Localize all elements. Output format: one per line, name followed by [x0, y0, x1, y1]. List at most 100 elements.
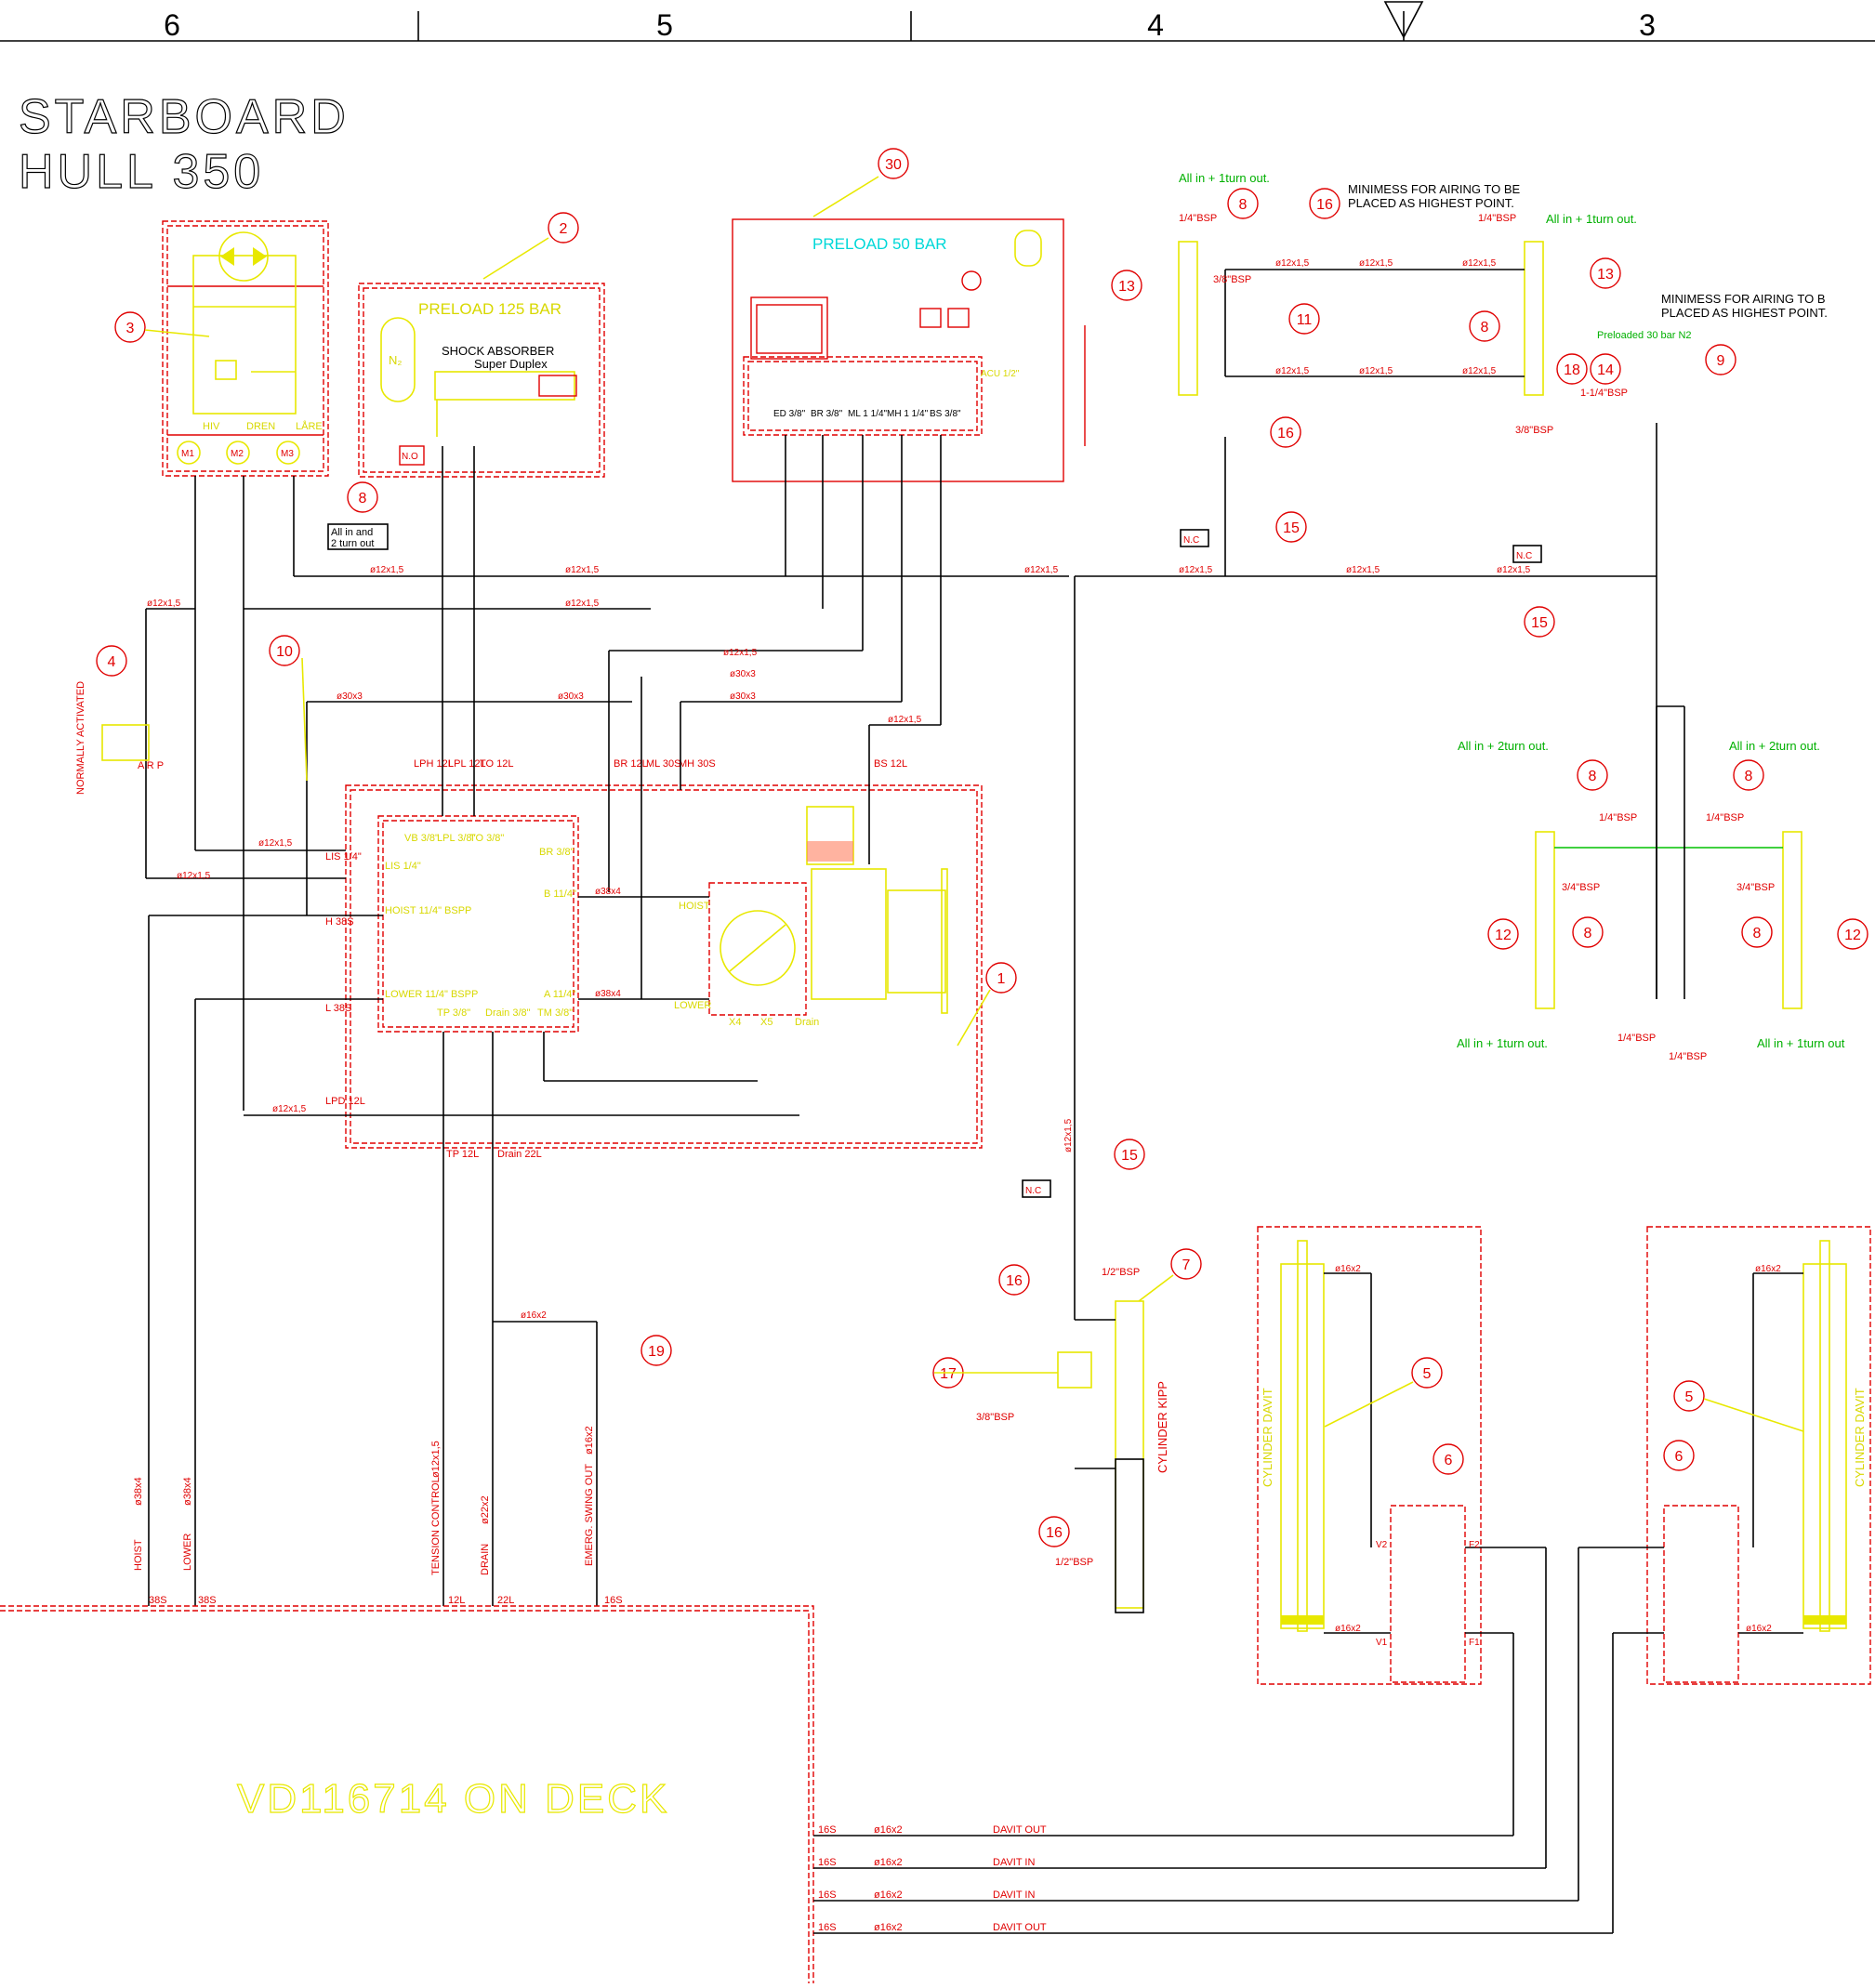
preload-50-label: PRELOAD 50 BAR — [812, 235, 947, 253]
item-balloons: 1 2 3 4 5 5 6 6 7 8 8 8 8 8 8 8 9 10 1 — [96, 148, 1868, 1547]
motor-port-lare: LÅRE — [296, 420, 323, 432]
note-minimess-1b: PLACED AS HIGHEST POINT. — [1348, 196, 1514, 210]
block-port-lis: LIS 1/4" — [385, 861, 421, 872]
preload-125-label: PRELOAD 125 BAR — [418, 300, 561, 318]
bsp-label: 1-1/4"BSP — [1580, 388, 1628, 399]
pipe-label: ø12x1,5 — [1346, 565, 1380, 575]
davit-line-port: 16S — [818, 1922, 837, 1933]
note-all-in-1turn: All in + 1turn out — [1757, 1036, 1845, 1050]
davit-cylinder-left: CYLINDER DAVIT ø16x2 ø16x2 V2 V1 F2 F1 — [1257, 1226, 1546, 1685]
balloon-3: 3 — [126, 321, 135, 336]
davit-line-port: 16S — [818, 1857, 837, 1868]
pipe-label: ø12x1,5 — [258, 838, 293, 849]
hydraulic-motor-unit-3: HIV DREN LÅRE M1 M2 M3 — [162, 220, 329, 477]
bsp-label: 3/8"BSP — [976, 1412, 1014, 1423]
no-tag: N.O — [402, 452, 418, 462]
note-all-in-1turn: All in + 1turn out. — [1457, 1036, 1548, 1050]
pipe-label: ø12x1,5 — [147, 599, 181, 609]
frame-ports-top: LPH 12L LPL 12L TO 12L BR 12L ML 30S MH … — [325, 758, 907, 1160]
balloon-11: 11 — [1297, 312, 1313, 328]
shock-absorber-assembly-2: PRELOAD 125 BAR SHOCK ABSORBER Super Dup… — [358, 283, 605, 478]
balloon-12: 12 — [1844, 928, 1861, 943]
pipe-label: ø16x2 — [521, 1310, 547, 1321]
notes: All in + 1turn out. All in + 1turn out. … — [75, 171, 1845, 1050]
pipe-label: ø38x4 — [595, 887, 621, 897]
pipe-label: ø12x1,5 — [565, 565, 600, 575]
balloon-16: 16 — [1046, 1525, 1063, 1541]
balloon-8: 8 — [1753, 926, 1762, 941]
accumulator-unit-30: PRELOAD 50 BAR ACU 1/2" ED 3/8" BR 3/8" … — [732, 218, 1086, 482]
balloon-6: 6 — [1675, 1449, 1684, 1465]
title-line-2: HULL 350 — [19, 145, 264, 199]
acu-port-mh: MH 1 1/4" — [887, 409, 929, 419]
bsp-label: 1/4"BSP — [1706, 812, 1744, 823]
pipe-label: ø12x1,5 — [1275, 366, 1310, 376]
pipe-network — [145, 423, 1657, 1606]
balloon-1: 1 — [997, 971, 1006, 987]
note-minimess-1a: MINIMESS FOR AIRING TO BE — [1348, 182, 1520, 196]
frame-port-lph: LPH 12L — [414, 758, 454, 770]
balloon-16: 16 — [1006, 1273, 1023, 1289]
revision-triangle-icon — [1383, 1, 1424, 39]
balloon-8: 8 — [1745, 769, 1753, 784]
deck-label: VD116714 ON DECK — [237, 1776, 669, 1822]
davit-cylinder-right: CYLINDER DAVIT ø16x2 ø16x2 — [1578, 1226, 1871, 1685]
svg-text:M1: M1 — [181, 449, 194, 459]
cylinder-davit-label: CYLINDER DAVIT — [1261, 1388, 1274, 1487]
pipe-label: ø16x2 — [1746, 1624, 1772, 1634]
pipe-label: ø16x2 — [1755, 1264, 1781, 1274]
balloon-17: 17 — [940, 1366, 957, 1382]
frame-port-l: L 38S — [325, 1003, 351, 1014]
pipe-label: ø30x3 — [337, 691, 363, 702]
cylinder-kipp-label: CYLINDER KIPP — [1155, 1381, 1169, 1473]
frame-port-lpl: LPL 12L — [448, 758, 486, 770]
line-hoist-pipe: ø38x4 — [133, 1477, 144, 1506]
block-port-br: BR 3/8" — [539, 847, 574, 858]
block-port-tm: TM 3/8" — [537, 1007, 573, 1019]
motor-drain-label: Drain — [795, 1017, 819, 1028]
balloon-8: 8 — [1584, 926, 1592, 941]
balloon-16: 16 — [1277, 426, 1294, 441]
shock-absorber-material: Super Duplex — [474, 357, 548, 371]
balloon-5: 5 — [1423, 1366, 1432, 1382]
cylinder-kipp-7: CYLINDER KIPP 3/8"BSP 1/2"BSP 1/2"BSP ø1… — [976, 1118, 1169, 1613]
balloon-15: 15 — [1283, 520, 1300, 536]
frame-port-lpd: LPD 12L — [325, 1096, 365, 1107]
pipe-label: ø12x1,5 — [1359, 366, 1393, 376]
port-v1: V1 — [1376, 1638, 1388, 1648]
bsp-label: 1/4"BSP — [1669, 1051, 1707, 1062]
on-deck-boundary: VD116714 ON DECK — [0, 1605, 814, 1983]
balloon-8: 8 — [1481, 320, 1489, 336]
pipe-label: ø12x1,5 — [370, 565, 404, 575]
bsp-label: 1/2"BSP — [1102, 1267, 1140, 1278]
line-drain-label: DRAIN — [480, 1544, 491, 1575]
block-port-drain: Drain 3/8" — [485, 1007, 531, 1019]
zone-label-4: 4 — [1147, 8, 1164, 42]
block-port-b: B 11/4" — [544, 889, 576, 900]
davit-line-pipe: ø16x2 — [874, 1889, 903, 1901]
nc-tag: N.C — [1183, 535, 1199, 546]
balloon-15: 15 — [1531, 615, 1548, 631]
valve-ports: A R P — [138, 760, 164, 771]
pipe-size-labels: ø12x1,5 ø12x1,5 ø12x1,5 ø12x1,5 ø12x1,5 … — [147, 565, 1531, 1321]
note-all-in-2turn: All in + 2turn out. — [1729, 739, 1820, 753]
acu-label: ACU 1/2" — [981, 369, 1020, 379]
frame-port-bs: BS 12L — [874, 758, 907, 770]
davit-line-pipe: ø16x2 — [874, 1824, 903, 1836]
balloon-18: 18 — [1564, 362, 1580, 378]
davit-line-pipe: ø16x2 — [874, 1922, 903, 1933]
line-emerg-label: EMERG. SWING OUT — [584, 1464, 595, 1566]
bsp-label: 3/8"BSP — [1213, 274, 1251, 285]
frame-port-to: TO 12L — [480, 758, 514, 770]
balloon-30: 30 — [885, 157, 902, 173]
frame-port-drain: Drain 22L — [497, 1149, 542, 1160]
zone-label-5: 5 — [656, 8, 673, 42]
drawing-frame: 6 5 4 3 — [0, 1, 1875, 42]
frame-port-h: H 38S — [325, 916, 354, 928]
balloon-13: 13 — [1118, 279, 1135, 295]
zone-label-3: 3 — [1639, 8, 1656, 42]
line-emerg-port: 16S — [604, 1595, 623, 1606]
note-all-in-1turn: All in + 1turn out. — [1179, 171, 1270, 185]
